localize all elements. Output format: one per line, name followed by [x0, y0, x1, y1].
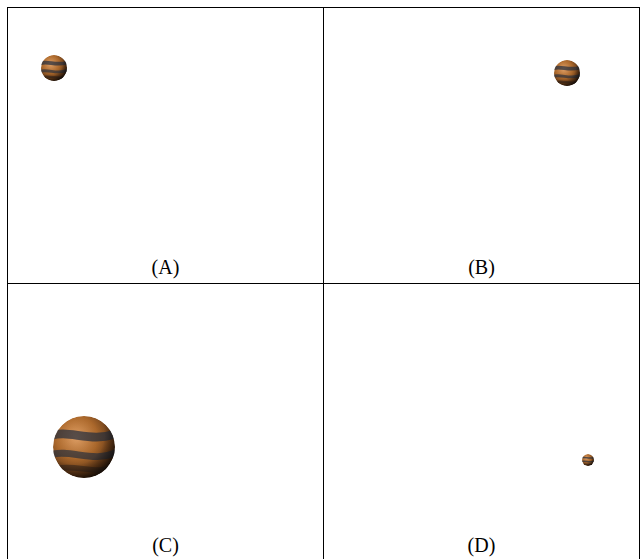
figure-panel: (B)	[323, 7, 640, 284]
figure-panel: (C)	[7, 283, 324, 559]
figure-panel: (A)	[7, 7, 324, 284]
figure-panel: (D)	[323, 283, 640, 559]
panel-label: (C)	[8, 534, 323, 557]
panel-label: (D)	[324, 534, 639, 557]
panel-label: (B)	[324, 256, 639, 279]
panel-label: (A)	[8, 256, 323, 279]
